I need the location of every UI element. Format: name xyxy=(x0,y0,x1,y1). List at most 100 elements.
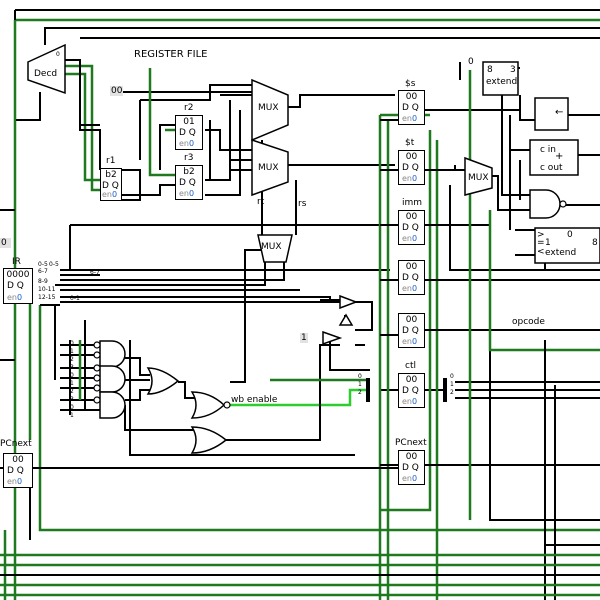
register-dq: D Q xyxy=(402,163,419,173)
register-ctl: 00 D Q en0 xyxy=(398,373,425,408)
ir-split-label: 10-11 xyxy=(38,286,56,293)
register-ir-name: IR xyxy=(12,257,21,267)
const-one-input[interactable]: 1 xyxy=(300,333,308,343)
wire xyxy=(490,175,530,211)
wire xyxy=(230,249,265,383)
adder-cin: c in xyxy=(540,145,557,155)
wire xyxy=(519,95,535,121)
rt-label: rt xyxy=(257,197,265,207)
register-unnamed-a: 00 D Q en0 xyxy=(398,260,425,295)
wire xyxy=(226,344,340,441)
mux-right-select: 0 xyxy=(468,57,474,67)
comparator-eq: = xyxy=(537,238,545,248)
register-value: 00 xyxy=(405,375,418,385)
enable-value: 0 xyxy=(412,397,418,406)
wire-active xyxy=(228,388,368,407)
register-dq: D Q xyxy=(179,128,196,138)
mux-middle-label: MUX xyxy=(258,163,279,173)
enable-value: 0 xyxy=(17,293,23,302)
wire xyxy=(454,165,465,171)
nand-gate xyxy=(529,189,561,219)
wire xyxy=(229,100,255,171)
register-enable: en0 xyxy=(402,284,417,293)
register-value: 01 xyxy=(183,117,195,127)
enable-label: en xyxy=(102,190,112,199)
wire xyxy=(449,185,600,271)
wire xyxy=(129,340,355,456)
mux-bottom-label: MUX xyxy=(261,242,282,252)
enable-value: 0 xyxy=(412,174,418,183)
register-r3: b2 D Q en0 xyxy=(175,165,203,200)
gate-bit-label: 1 xyxy=(70,348,74,355)
wire xyxy=(205,129,255,151)
register-s: 00 D Q en0 xyxy=(398,90,425,125)
ir-split-label: 0-5 xyxy=(49,261,59,268)
wire xyxy=(288,94,395,108)
extend-top-out: 3 xyxy=(510,65,516,75)
register-enable: en0 xyxy=(402,114,417,123)
wire-active xyxy=(38,305,600,532)
register-dq: D Q xyxy=(402,223,419,233)
register-pcnext-left: 00 D Q en0 xyxy=(3,453,33,488)
mux-top xyxy=(251,78,289,142)
enable-label: en xyxy=(179,139,189,148)
wire xyxy=(44,27,68,45)
register-enable: en0 xyxy=(402,397,417,406)
and-gate xyxy=(99,391,126,419)
inverter-bubble xyxy=(223,401,231,409)
buffer xyxy=(322,330,343,346)
mux-top-label: MUX xyxy=(258,103,279,113)
decoder-body xyxy=(27,43,66,95)
register-dq: D Q xyxy=(402,386,419,396)
enable-label: en xyxy=(7,293,17,302)
extend-bottom-in: 8 xyxy=(592,238,598,248)
register-value: 00 xyxy=(405,212,418,222)
register-pcnext-right: 00 D Q en0 xyxy=(398,450,425,485)
register-enable: en0 xyxy=(179,189,194,198)
extend-bottom-label: extend xyxy=(545,248,577,258)
register-imm-name: imm xyxy=(402,198,423,208)
gate-bit-label: 3 xyxy=(70,396,74,403)
and-gate xyxy=(99,365,126,393)
register-enable: en0 xyxy=(179,139,194,148)
wire xyxy=(355,301,373,331)
wire xyxy=(125,389,150,401)
reg-select-input[interactable]: 00 xyxy=(110,86,124,96)
register-value: 00 xyxy=(405,152,418,162)
register-value: b2 xyxy=(183,167,195,177)
splitter-bit-label: 1 xyxy=(358,381,362,388)
register-r1-name: r1 xyxy=(106,156,116,166)
register-dq: D Q xyxy=(402,326,419,336)
nor-gate xyxy=(190,391,226,419)
ir-split-label: 6-7 xyxy=(90,269,100,276)
inverter-bubble xyxy=(559,200,567,208)
register-dq: D Q xyxy=(179,178,196,188)
enable-label: en xyxy=(179,189,189,198)
mux-right xyxy=(464,156,493,196)
register-imm: 00 D Q en0 xyxy=(398,210,425,245)
register-r2: 01 D Q en0 xyxy=(175,115,203,150)
inverter-bubble xyxy=(93,351,101,359)
extend-top-in: 8 xyxy=(487,65,493,75)
enable-value: 0 xyxy=(412,234,418,243)
decoder-label: Decd xyxy=(34,69,58,79)
register-ctl-name: ctl xyxy=(405,361,416,371)
wire xyxy=(140,84,255,101)
ir-split-label: 8-9 xyxy=(38,278,48,285)
register-r1: b2 D Q en0 xyxy=(100,168,122,201)
left-edge-input[interactable]: 0 xyxy=(0,238,11,248)
mux-right-label: MUX xyxy=(468,173,489,183)
enable-label: en xyxy=(402,397,412,406)
ir-split-label: 0-1 xyxy=(70,295,80,302)
wire xyxy=(178,381,195,399)
enable-label: en xyxy=(402,284,412,293)
splitter-bit-label: 0 xyxy=(450,373,454,380)
gate-bit-label: 2 xyxy=(70,388,74,395)
inverter-bubble xyxy=(93,364,101,372)
inverter-bubble xyxy=(93,396,101,404)
buffer xyxy=(339,294,359,310)
gate-bit-label: 1 xyxy=(70,380,74,387)
enable-value: 0 xyxy=(412,337,418,346)
enable-value: 0 xyxy=(189,189,195,198)
enable-value: 0 xyxy=(189,139,195,148)
